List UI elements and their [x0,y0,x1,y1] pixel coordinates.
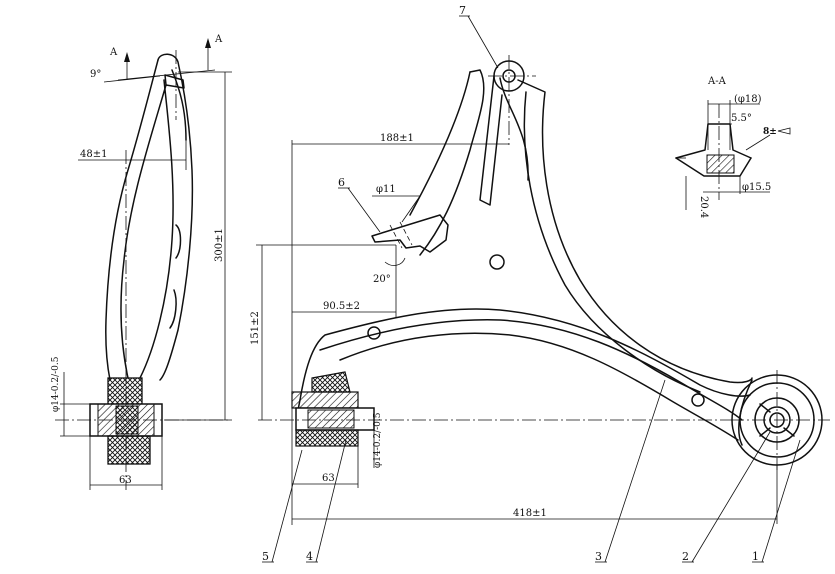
front-angle: 20° [373,274,391,285]
section-title: A-A [707,76,727,87]
side-dim-width-bottom: 63 [119,475,132,486]
dim-diameter-top: (φ18) [734,94,762,105]
dim-angle-section: 5.5° [731,113,752,124]
callout-7: 7 [459,4,466,17]
section-mark-left: A [109,47,118,58]
front-dim-188: 188±1 [380,133,414,144]
front-dim-63: 63 [322,473,335,484]
dim-diameter-bottom: φ15.5 [742,182,771,193]
callout-1: 1 [752,550,759,563]
part-callouts: 7 6 5 4 3 2 1 [262,4,801,563]
side-view: 63 φ14-0.2/-0.5 48±1 300±1 A A 9° [51,34,232,490]
side-dim-height: 300±1 [214,228,225,262]
front-dim-hole: φ11 [376,184,396,195]
side-dim-bushing-diameter: φ14-0.2/-0.5 [51,356,61,412]
callout-4: 4 [306,550,313,563]
front-dim-90: 90.5±2 [323,301,360,312]
callout-5: 5 [262,550,269,563]
dim-height-section: 20.4 [698,196,709,218]
side-dim-width-top: 48±1 [80,149,107,160]
section-mark-right: A [214,34,223,45]
side-angle: 9° [90,69,101,80]
surface-note: 8± [763,127,777,137]
front-dim-151: 151±2 [250,311,261,345]
callout-3: 3 [595,550,602,563]
front-dim-418: 418±1 [513,508,547,519]
front-dim-bushing-diameter: φ14-0.2/-0.5 [373,412,383,468]
front-view: 188±1 90.5±2 151±2 63 φ14-0.2/-0.5 418±1… [250,55,830,525]
callout-2: 2 [682,550,689,563]
callout-6: 6 [338,176,345,189]
section-a-a-view: A-A (φ18) 5.5° 20.4 φ15.5 8± [675,76,791,218]
